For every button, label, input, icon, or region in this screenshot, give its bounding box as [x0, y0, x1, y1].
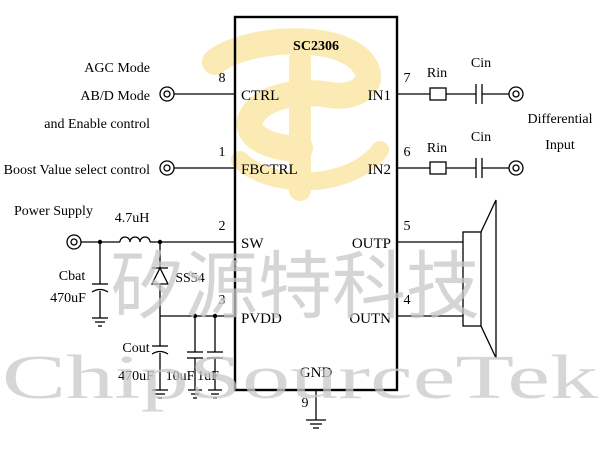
gnd-symbol — [306, 390, 326, 429]
pin-number-fbctrl: 1 — [219, 145, 226, 160]
pin-number-ctrl: 8 — [219, 71, 226, 86]
inductor — [119, 236, 235, 243]
pin-label-ctrl: CTRL — [241, 88, 279, 104]
agc-label-line1: AGC Mode — [84, 61, 150, 76]
pin-number-outp: 5 — [404, 219, 411, 234]
cout-capacitor — [151, 316, 169, 399]
chip-name: SC2306 — [293, 39, 339, 54]
differential-label-line2: Input — [545, 138, 575, 153]
pin-label-pvdd: PVDD — [241, 311, 282, 327]
ctrl-terminal — [159, 86, 235, 102]
cbat-name: Cbat — [59, 269, 86, 284]
cout-name: Cout — [122, 341, 149, 356]
agc-label-line2: AB/D Mode — [80, 89, 150, 104]
cap-10uf-label: 10uF — [166, 369, 195, 384]
pin-number-sw: 2 — [219, 219, 226, 234]
pin-number-in2: 6 — [404, 145, 411, 160]
pin-number-in1: 7 — [404, 71, 411, 86]
inductor-label: 4.7uH — [115, 211, 150, 226]
diode — [150, 242, 170, 316]
pin-label-sw: SW — [241, 236, 264, 252]
fbctrl-terminal — [159, 160, 235, 176]
cap-1uf — [207, 316, 223, 399]
differential-label-line1: Differential — [527, 112, 592, 127]
agc-label-line3: and Enable control — [44, 117, 150, 132]
pin-label-fbctrl: FBCTRL — [241, 162, 298, 178]
diode-label: SS54 — [175, 271, 205, 286]
pin-number-outn: 4 — [404, 293, 411, 308]
in2-input-network — [397, 158, 524, 178]
pin-number-gnd: 9 — [302, 396, 309, 411]
rin2-label: Rin — [427, 141, 447, 156]
rin1-label: Rin — [427, 66, 447, 81]
pin-number-pvdd: 3 — [219, 293, 226, 308]
pin-label-outn: OUTN — [349, 311, 391, 327]
boost-label: Boost Value select control — [4, 163, 150, 178]
power-supply-label: Power Supply — [14, 204, 93, 219]
cin1-label: Cin — [471, 56, 491, 71]
cin2-label: Cin — [471, 130, 491, 145]
pin-label-in2: IN2 — [368, 162, 391, 178]
in1-input-network — [397, 84, 524, 104]
chipsourcetek-logo — [202, 28, 389, 201]
cout-value: 470uF — [118, 369, 154, 384]
cap-1uf-label: 1uF — [197, 369, 219, 384]
cbat-value: 470uF — [50, 291, 86, 306]
pin-label-outp: OUTP — [352, 236, 391, 252]
cap-10uf — [187, 316, 203, 399]
pin-label-gnd: GND — [300, 365, 333, 381]
watermark-chinese: 矽源特科技 — [110, 244, 480, 330]
cbat-capacitor — [91, 242, 109, 327]
pin-label-in1: IN1 — [368, 88, 391, 104]
speaker — [397, 199, 497, 359]
watermark-english: ChipSourceTek — [2, 344, 598, 412]
